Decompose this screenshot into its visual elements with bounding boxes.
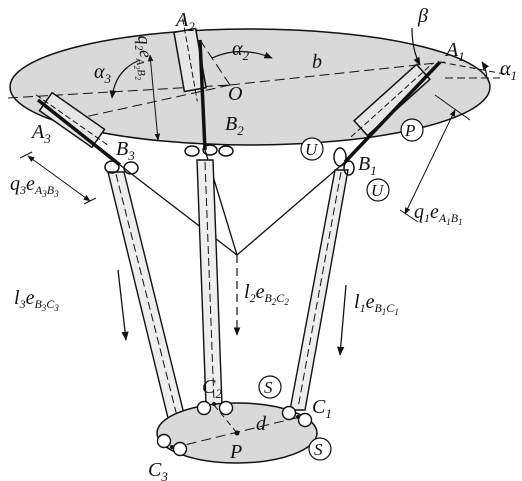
platform-C2-line bbox=[213, 404, 238, 434]
alpha3-arc bbox=[109, 59, 141, 99]
label-C3: C3 bbox=[148, 459, 168, 481]
joint-U-label-2: U bbox=[371, 181, 385, 200]
spherical-joints bbox=[156, 400, 313, 457]
actuator-3 bbox=[35, 91, 109, 149]
l3-arrow bbox=[117, 269, 129, 341]
leg-2 bbox=[196, 159, 223, 406]
point-C2-dot bbox=[212, 402, 216, 406]
label-b: b bbox=[312, 51, 322, 73]
rod-A1-B1 bbox=[343, 60, 442, 164]
u-joint-B3 bbox=[104, 160, 139, 175]
alpha1-ray bbox=[439, 61, 511, 76]
label-C1: C1 bbox=[312, 396, 332, 421]
label-d: d bbox=[256, 413, 267, 435]
label-beta: β bbox=[417, 5, 428, 27]
rod-A2-B2 bbox=[198, 39, 207, 151]
label-A2: A2 bbox=[174, 9, 195, 34]
alpha2-arc bbox=[211, 50, 273, 59]
l1-arrow bbox=[337, 284, 347, 356]
u-joint-B1 bbox=[333, 147, 355, 176]
label-C2: C2 bbox=[202, 376, 222, 401]
u-joint-B2 bbox=[184, 144, 234, 157]
joint-S-label-1: S bbox=[264, 378, 273, 397]
label-B1: B1 bbox=[358, 153, 377, 178]
label-A1: A1 bbox=[444, 39, 465, 64]
joint-S-label-2: S bbox=[314, 440, 323, 459]
label-q2-vector: q2eA2B2 bbox=[129, 34, 158, 80]
label-P: P bbox=[229, 441, 242, 463]
q3-dimension bbox=[19, 151, 97, 205]
label-alpha2: α2 bbox=[232, 38, 250, 63]
label-B3: B3 bbox=[116, 138, 135, 163]
label-A3: A3 bbox=[30, 121, 51, 146]
actuator-2 bbox=[173, 18, 207, 102]
point-C3-dot bbox=[170, 445, 174, 449]
label-alpha3: α3 bbox=[94, 61, 112, 86]
label-q3-vector: q3eA3B3 bbox=[10, 173, 59, 199]
ray-O-A1 bbox=[229, 61, 446, 86]
alpha1-arc bbox=[481, 61, 489, 79]
label-l3-vector: l3eB3C3 bbox=[14, 287, 59, 313]
leg-3 bbox=[107, 171, 186, 419]
leg-1 bbox=[289, 169, 349, 411]
q1-dimension bbox=[399, 94, 471, 223]
point-C1-dot bbox=[296, 415, 300, 419]
joint-badges bbox=[258, 118, 424, 461]
label-O: O bbox=[228, 83, 242, 105]
label-q1-vector: q1eA1B1 bbox=[414, 201, 463, 227]
joint-P-label: P bbox=[404, 121, 415, 140]
label-B2: B2 bbox=[225, 113, 244, 138]
beta-arc bbox=[411, 27, 421, 66]
label-l2-vector: l2eB2C2 bbox=[244, 281, 289, 307]
rod-A3-B3 bbox=[36, 98, 122, 167]
point-P-dot bbox=[234, 430, 240, 436]
label-l1-vector: l1eB1C1 bbox=[354, 291, 399, 317]
label-alpha1: α1 bbox=[500, 58, 517, 83]
q2-dimension bbox=[147, 54, 161, 141]
ray-O-A3 bbox=[61, 84, 231, 123]
ray-O-A2 bbox=[199, 39, 231, 86]
joint-U-label-1: U bbox=[305, 140, 319, 159]
